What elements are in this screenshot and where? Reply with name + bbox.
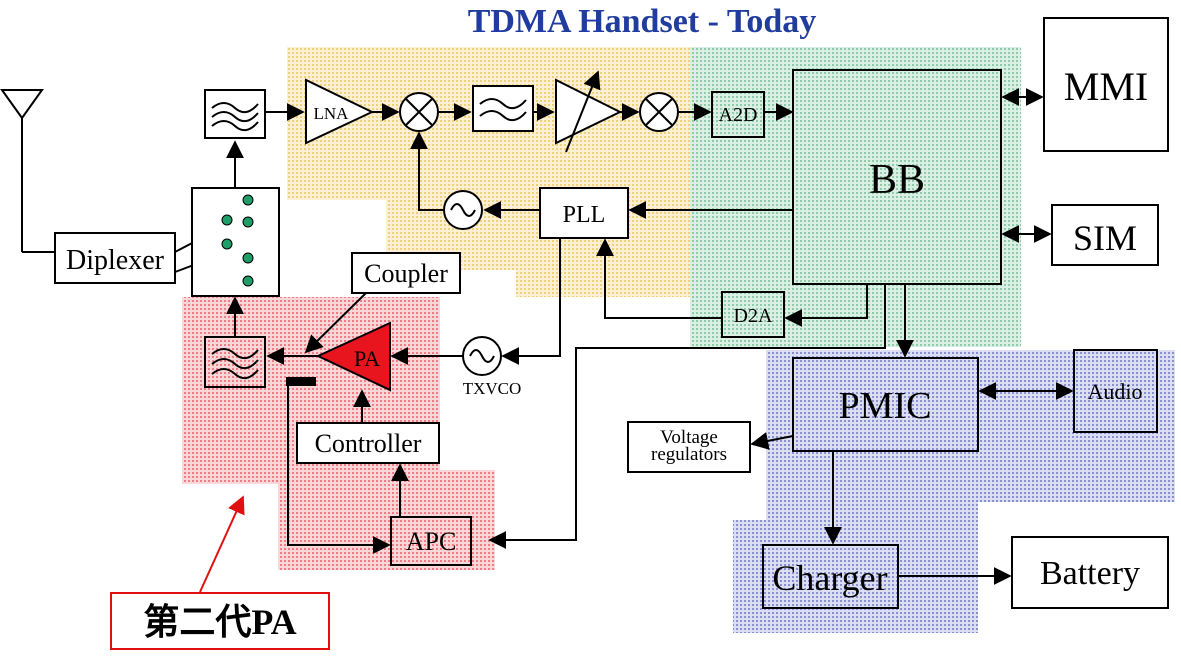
pmic-block: PMIC <box>792 357 979 452</box>
oscillator-icon <box>462 336 502 376</box>
annotation-label: 第二代PA <box>143 602 296 642</box>
oscillator-icon <box>443 190 483 230</box>
a2d-block: A2D <box>711 91 765 138</box>
d2a-label: D2A <box>734 305 773 327</box>
voltage-regulators-block: Voltage regulators <box>627 421 751 473</box>
coupler-tap <box>286 377 316 386</box>
if-filter-icon <box>472 85 534 132</box>
mmi-label: MMI <box>1064 64 1148 109</box>
voltage-regulators-label-line1: Voltage <box>660 427 718 448</box>
apc-block: APC <box>390 516 472 566</box>
pmic-label: PMIC <box>839 385 932 427</box>
a2d-label: A2D <box>719 104 758 126</box>
d2a-block: D2A <box>721 291 785 338</box>
audio-label: Audio <box>1088 379 1143 404</box>
diplexer-label: Diplexer <box>66 245 165 276</box>
region-baseband <box>690 47 1021 347</box>
bandpass-filter-icon <box>204 89 266 139</box>
mmi-block: MMI <box>1043 17 1169 152</box>
txvco-label: TXVCO <box>463 379 522 398</box>
variable-amplifier-icon <box>555 70 623 153</box>
lna-block: LNA <box>305 78 375 145</box>
annotation-second-gen-pa: 第二代PA <box>110 592 330 650</box>
coupler-label: Coupler <box>364 259 448 288</box>
pa-label: PA <box>354 346 380 371</box>
diplexer-block: Diplexer <box>54 232 176 284</box>
sim-block: SIM <box>1051 204 1159 266</box>
page-title: TDMA Handset - Today <box>468 3 817 40</box>
mixer-icon <box>639 92 679 132</box>
audio-block: Audio <box>1073 349 1158 433</box>
battery-block: Battery <box>1011 536 1169 609</box>
bb-label: BB <box>869 157 925 203</box>
antenna-icon <box>0 89 55 253</box>
sim-label: SIM <box>1073 218 1137 258</box>
apc-label: APC <box>406 527 457 556</box>
voltage-regulators-label-line2: regulators <box>651 444 727 465</box>
coupler-block: Coupler <box>351 252 461 294</box>
controller-label: Controller <box>315 429 422 458</box>
charger-label: Charger <box>772 558 887 598</box>
bb-block: BB <box>792 69 1002 285</box>
lna-label: LNA <box>314 104 350 123</box>
battery-label: Battery <box>1040 555 1140 592</box>
switch-icon <box>191 187 280 297</box>
region-power <box>733 350 1175 633</box>
region-receiver <box>287 47 690 297</box>
controller-block: Controller <box>296 422 440 464</box>
mixer-icon <box>399 92 439 132</box>
pll-block: PLL <box>539 187 629 239</box>
pll-label: PLL <box>563 202 606 228</box>
pa-block: PA <box>315 321 391 392</box>
